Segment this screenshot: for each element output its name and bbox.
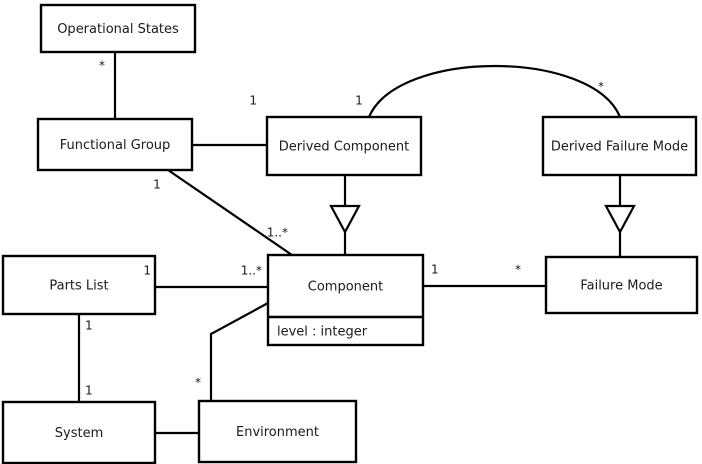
class-box-outline — [36, 117, 194, 172]
class-name: Parts List — [49, 279, 108, 294]
multiplicity-label-mult-component-from-functional-group: 1..* — [267, 226, 288, 240]
class-box-component[interactable]: Component level : integer — [266, 253, 425, 347]
multiplicity-label-mult-functional-group-derived-component: 1 — [249, 94, 257, 108]
class-box-operational-states[interactable]: Operational States — [39, 3, 197, 54]
class-box-outline — [266, 253, 425, 347]
class-box-derived-failure-mode[interactable]: Derived Failure Mode — [541, 115, 698, 177]
class-name: Derived Failure Mode — [551, 140, 688, 155]
multiplicity-label-mult-operational-states: * — [99, 59, 105, 73]
class-name: Component — [308, 280, 383, 295]
association-functional-group-component — [167, 169, 293, 256]
multiplicity-label-mult-component-left: 1..* — [241, 264, 262, 278]
class-box-outline — [265, 115, 423, 177]
class-box-outline — [39, 3, 197, 54]
class-box-functional-group[interactable]: Functional Group — [36, 117, 194, 172]
multiplicity-label-mult-derived-component-arc: 1 — [355, 94, 363, 108]
class-attribute: level : integer — [277, 325, 368, 340]
multiplicity-label-mult-parts-list-bottom: 1 — [85, 319, 93, 333]
class-box-environment[interactable]: Environment — [197, 399, 358, 464]
multiplicity-label-mult-derived-failure-mode-arc: * — [598, 80, 604, 94]
class-box-outline — [544, 255, 699, 315]
generalization-derived-component-to-component — [329, 175, 361, 255]
class-box-outline — [197, 399, 358, 464]
class-name: Functional Group — [60, 138, 171, 153]
association-layer — [77, 52, 622, 435]
class-box-outline — [541, 115, 698, 177]
class-box-derived-component[interactable]: Derived Component — [265, 115, 423, 177]
class-name: Failure Mode — [580, 279, 662, 294]
class-box-outline — [1, 400, 157, 464]
class-name: System — [55, 426, 103, 441]
generalization-layer — [329, 175, 636, 257]
association-derived-component-derived-failure-mode — [367, 65, 622, 118]
multiplicity-label-mult-functional-group-component: 1 — [153, 178, 161, 192]
class-name: Derived Component — [279, 140, 410, 155]
class-name: Operational States — [57, 22, 179, 37]
multiplicity-label-mult-parts-list-right: 1 — [143, 264, 151, 278]
class-name: Environment — [236, 425, 319, 440]
generalization-arrow-icon — [329, 204, 361, 235]
multiplicity-label-mult-component-right: 1 — [431, 263, 439, 277]
multiplicity-label-mult-environment-top: * — [195, 376, 201, 390]
class-box-system[interactable]: System — [1, 400, 157, 464]
association-environment-component — [209, 302, 269, 401]
class-box-outline — [1, 254, 157, 316]
multiplicity-label-mult-failure-mode-left: * — [515, 263, 521, 277]
multiplicity-label-mult-system-top: 1 — [85, 384, 93, 398]
class-box-parts-list[interactable]: Parts List — [1, 254, 157, 316]
generalization-arrow-icon — [604, 204, 636, 235]
class-box-failure-mode[interactable]: Failure Mode — [544, 255, 699, 315]
generalization-derived-failure-mode-to-failure-mode — [604, 175, 636, 257]
multiplicity-layer: * 1 1 1..* 1 * 1 1..* 1 * 1 1 * — [85, 59, 604, 398]
